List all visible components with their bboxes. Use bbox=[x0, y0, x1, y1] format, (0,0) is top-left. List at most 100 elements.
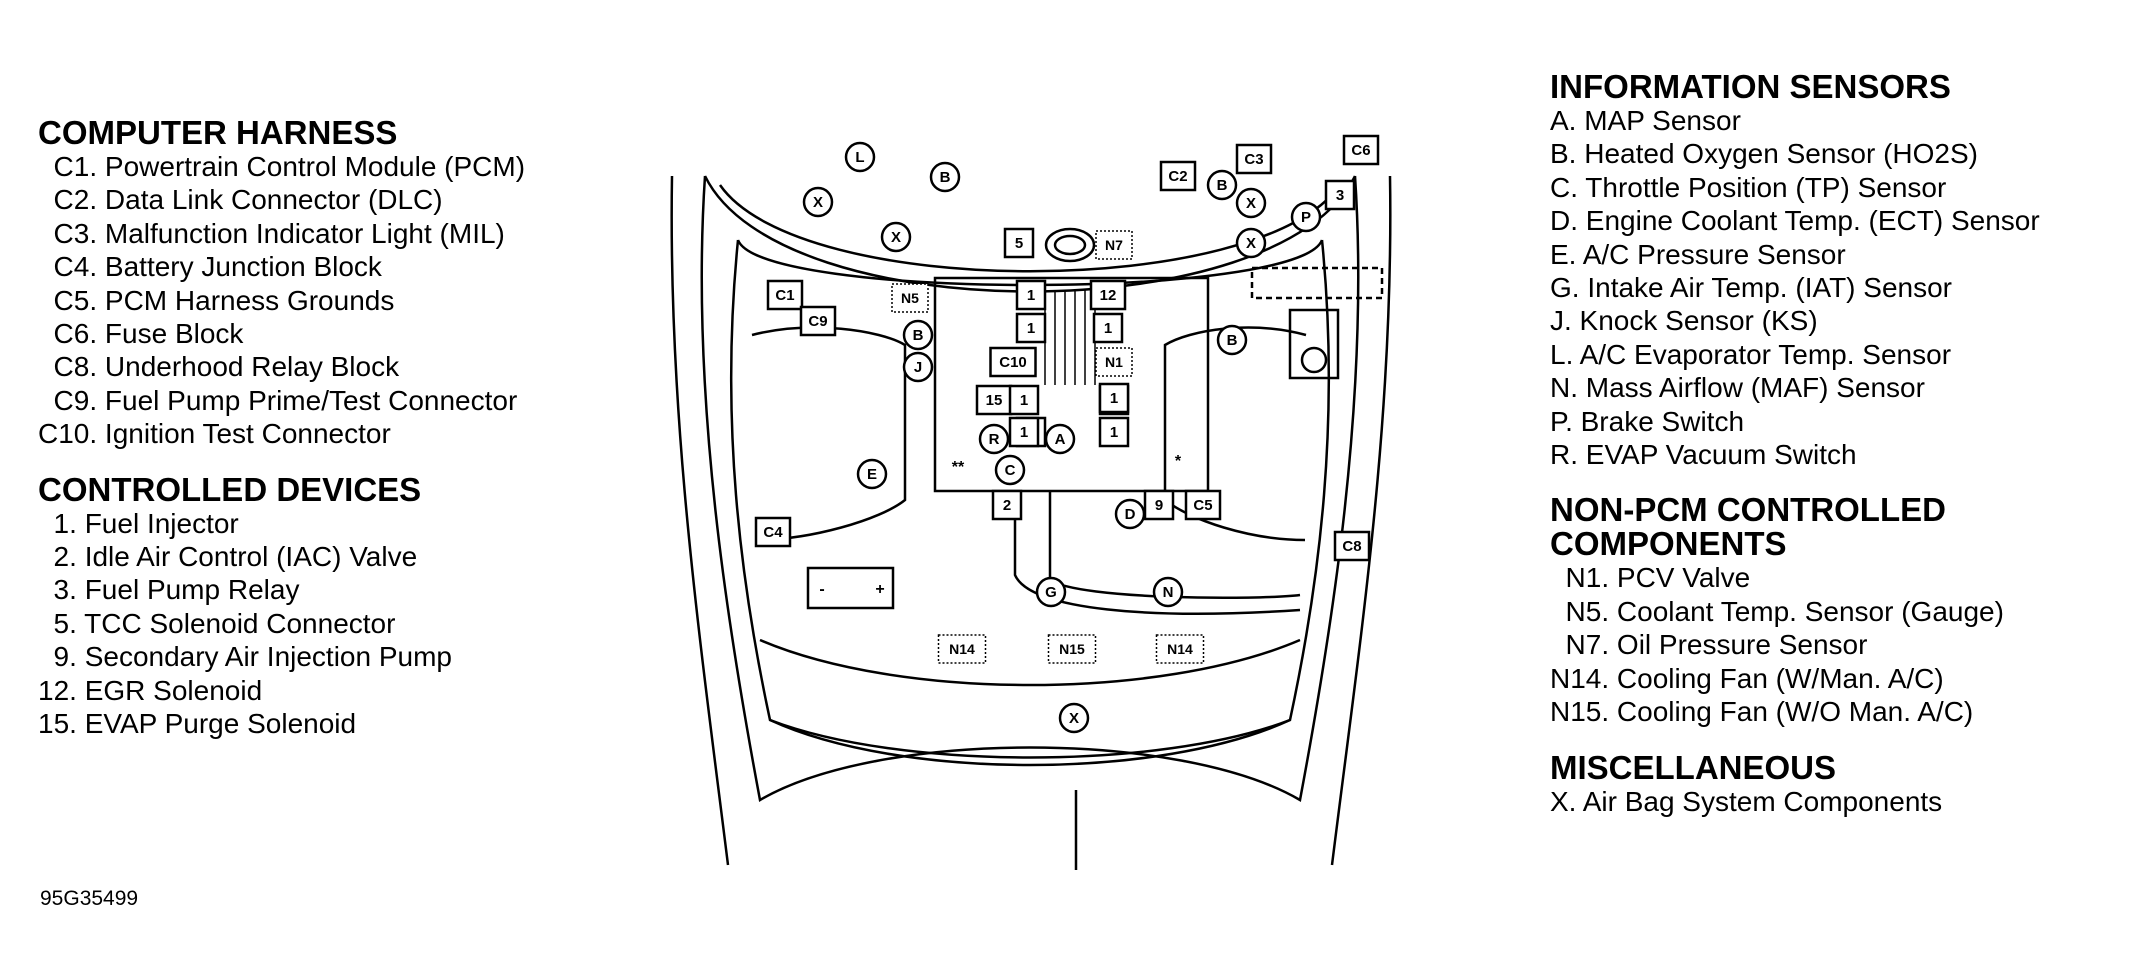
svg-text:N14: N14 bbox=[1167, 641, 1193, 657]
body-outline-right bbox=[1330, 175, 1392, 866]
front-curve bbox=[769, 718, 1291, 759]
oil-cap-inner bbox=[1053, 234, 1087, 256]
svg-text:R: R bbox=[989, 431, 1000, 448]
legend-item: E. A/C Pressure Sensor bbox=[1550, 238, 1846, 270]
legend-item: N14. Cooling Fan (W/Man. A/C) bbox=[1550, 662, 1944, 694]
legend-item: C6. Fuse Block bbox=[38, 318, 244, 350]
sensor-circle-c: C bbox=[994, 454, 1026, 486]
svg-text:N15: N15 bbox=[1059, 641, 1085, 657]
svg-text:B: B bbox=[913, 327, 924, 344]
right-wheel-well bbox=[1163, 326, 1307, 542]
sensor-circle-x: X bbox=[1235, 187, 1267, 219]
controlled-devices-heading: CONTROLLED DEVICES bbox=[38, 470, 422, 508]
air-duct bbox=[1013, 490, 1301, 615]
diagram-marker: ** bbox=[952, 459, 965, 476]
sensor-circle-a: A bbox=[1044, 423, 1076, 455]
legend-item: D. Engine Coolant Temp. (ECT) Sensor bbox=[1550, 205, 2040, 237]
sensor-circle-x: X bbox=[1235, 227, 1267, 259]
legend-item: 5. TCC Solenoid Connector bbox=[38, 607, 396, 639]
legend-item: C3. Malfunction Indicator Light (MIL) bbox=[38, 217, 505, 249]
non-pcm-heading-2: COMPONENTS bbox=[1550, 525, 1787, 563]
component-box: 1 bbox=[1092, 312, 1124, 344]
component-box: C9 bbox=[799, 305, 837, 337]
legend-item: J. Knock Sensor (KS) bbox=[1550, 305, 1818, 337]
legend-item: N7. Oil Pressure Sensor bbox=[1550, 629, 1868, 661]
svg-text:C: C bbox=[1005, 462, 1016, 479]
legend-item: R. EVAP Vacuum Switch bbox=[1550, 439, 1857, 471]
svg-text:N14: N14 bbox=[949, 641, 975, 657]
svg-text:X: X bbox=[813, 194, 823, 211]
svg-text:1: 1 bbox=[1020, 424, 1028, 441]
svg-text:B: B bbox=[1217, 177, 1228, 194]
svg-text:G: G bbox=[1045, 584, 1057, 601]
miscellaneous-heading: MISCELLANEOUS bbox=[1550, 748, 1837, 786]
svg-text:C1: C1 bbox=[775, 287, 794, 304]
legend-item: 15. EVAP Purge Solenoid bbox=[38, 708, 357, 740]
legend-item: C2. Data Link Connector (DLC) bbox=[38, 184, 443, 216]
diagram-marker: * bbox=[1175, 453, 1182, 470]
radiator-curve bbox=[759, 638, 1301, 687]
engine-block bbox=[933, 276, 1210, 493]
sensor-circle-b: B bbox=[902, 319, 934, 351]
legend-item: X. Air Bag System Components bbox=[1550, 785, 1943, 817]
component-box: C1 bbox=[766, 279, 804, 311]
svg-text:X: X bbox=[1069, 710, 1079, 727]
sensor-circle-d: D bbox=[1114, 498, 1146, 530]
svg-text:15: 15 bbox=[986, 392, 1003, 409]
svg-text:3: 3 bbox=[1336, 187, 1344, 204]
fender-outline bbox=[700, 175, 1360, 802]
svg-text:C4: C4 bbox=[763, 524, 783, 541]
svg-text:X: X bbox=[1246, 235, 1256, 252]
sensor-circle-b: B bbox=[929, 161, 961, 193]
legend-item: C. Throttle Position (TP) Sensor bbox=[1550, 171, 1947, 203]
component-box: 5 bbox=[1003, 227, 1035, 259]
svg-text:C8: C8 bbox=[1342, 538, 1361, 555]
legend-item: 3. Fuel Pump Relay bbox=[38, 574, 300, 606]
legend-item: N. Mass Airflow (MAF) Sensor bbox=[1550, 372, 1925, 404]
component-box: C5 bbox=[1184, 489, 1222, 521]
sensor-circle-x: X bbox=[1058, 702, 1090, 734]
fuel-rail bbox=[1044, 290, 1096, 385]
legend-item: N5. Coolant Temp. Sensor (Gauge) bbox=[1550, 595, 2004, 627]
figure-id: 95G35499 bbox=[40, 887, 139, 910]
component-box: 1 bbox=[1008, 416, 1040, 448]
fuse-panel bbox=[1250, 266, 1384, 300]
svg-text:C3: C3 bbox=[1244, 151, 1263, 168]
battery bbox=[806, 566, 895, 610]
svg-text:N5: N5 bbox=[901, 290, 919, 306]
svg-text:C9: C9 bbox=[808, 313, 827, 330]
cowl-arc-inner bbox=[718, 184, 1342, 273]
component-box: 9 bbox=[1143, 489, 1175, 521]
legend-item: A. MAP Sensor bbox=[1550, 105, 1741, 136]
legend-item: C5. PCM Harness Grounds bbox=[38, 284, 395, 316]
component-box: 1 bbox=[1015, 279, 1047, 311]
sensor-circle-n: N bbox=[1152, 576, 1184, 608]
sensor-circle-b: B bbox=[1216, 324, 1248, 356]
svg-text:N1: N1 bbox=[1105, 354, 1123, 370]
legend-item: C8. Underhood Relay Block bbox=[38, 351, 400, 383]
legend-item: 2. Idle Air Control (IAC) Valve bbox=[38, 541, 418, 573]
non-pcm-box-n15: N15 bbox=[1047, 634, 1097, 664]
sensor-circle-g: G bbox=[1035, 576, 1067, 608]
body-outline-left bbox=[670, 175, 730, 866]
svg-text:N: N bbox=[1163, 584, 1174, 601]
legend-item: C9. Fuel Pump Prime/Test Connector bbox=[38, 384, 518, 416]
sensor-circle-l: L bbox=[844, 141, 876, 173]
component-box: C2 bbox=[1159, 160, 1197, 192]
svg-text:1: 1 bbox=[1020, 392, 1028, 409]
legend-item: C10. Ignition Test Connector bbox=[38, 418, 391, 450]
svg-text:A: A bbox=[1055, 431, 1066, 448]
svg-text:9: 9 bbox=[1155, 497, 1163, 514]
sensor-circle-p: P bbox=[1290, 201, 1322, 233]
svg-text:12: 12 bbox=[1100, 287, 1117, 304]
marker-group: ***-+ bbox=[819, 453, 1182, 598]
svg-text:N7: N7 bbox=[1105, 237, 1123, 253]
svg-text:X: X bbox=[1246, 195, 1256, 212]
compartment-outline bbox=[729, 239, 1331, 767]
component-box: 3 bbox=[1324, 179, 1356, 211]
svg-text:P: P bbox=[1301, 209, 1311, 226]
svg-text:1: 1 bbox=[1110, 424, 1118, 441]
sensor-circle-j: J bbox=[902, 351, 934, 383]
